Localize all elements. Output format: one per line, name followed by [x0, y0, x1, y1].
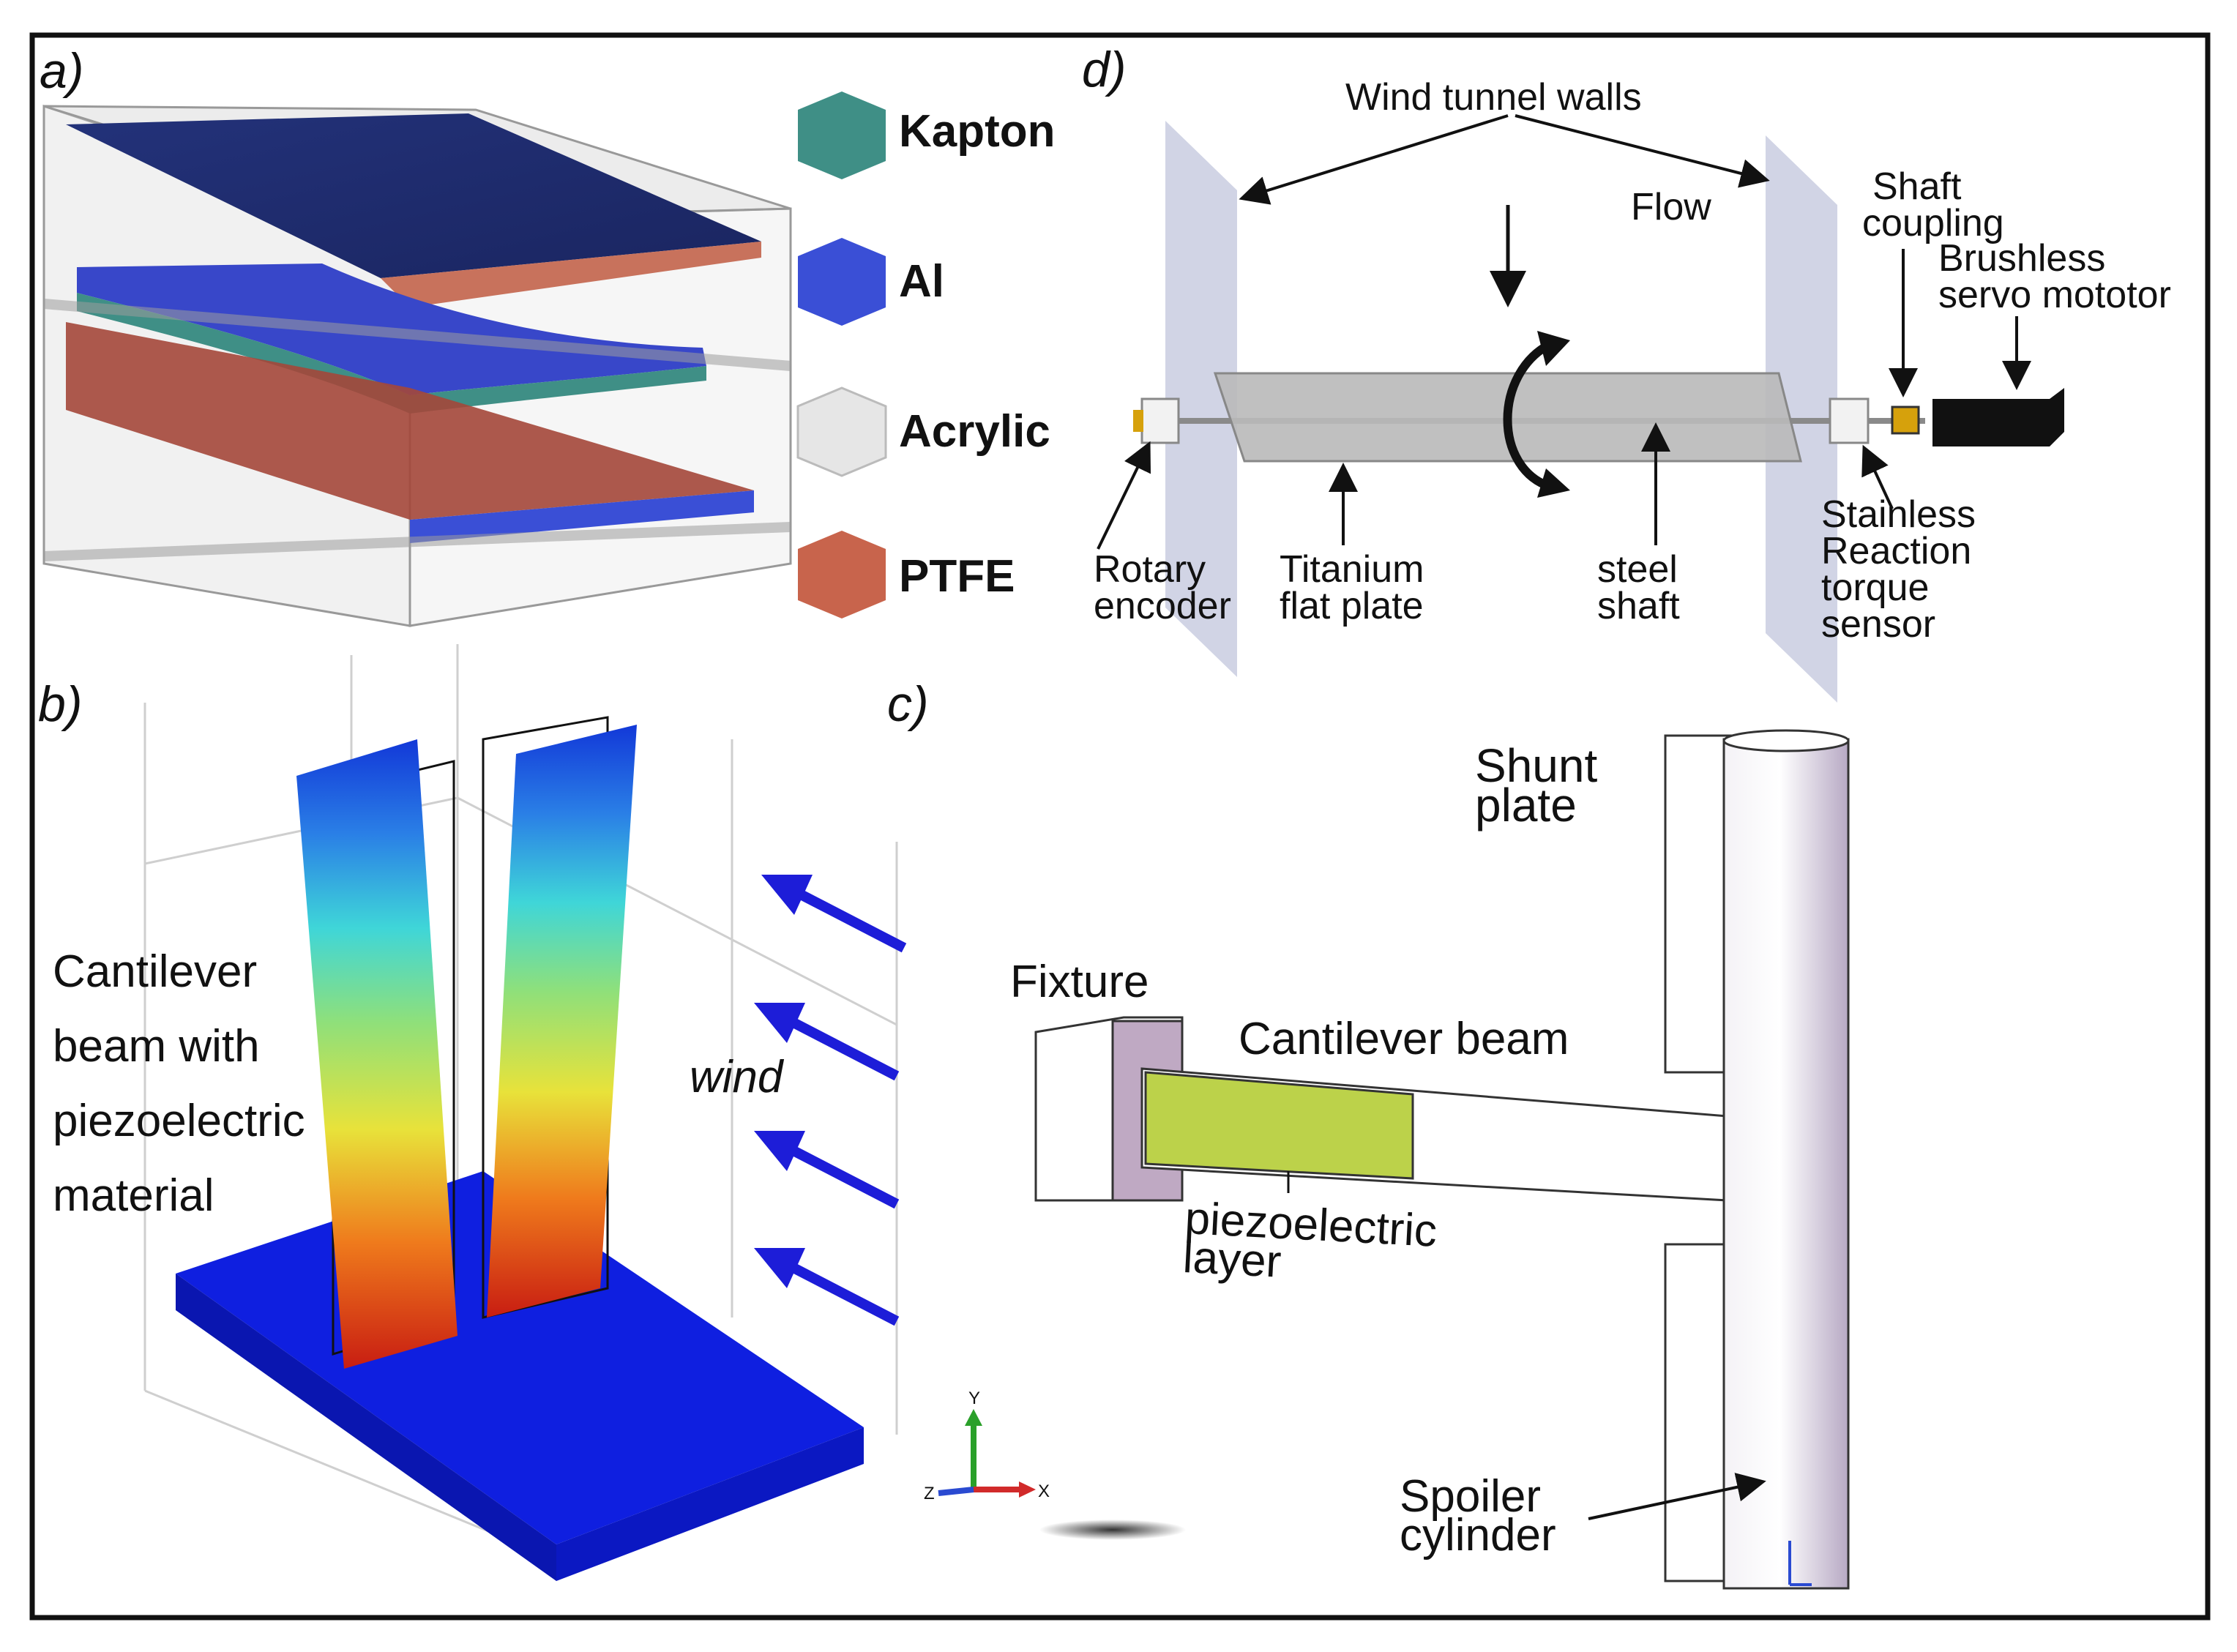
shaft-coupling — [1891, 405, 1920, 435]
panel-b: b) Cantilever beam with piezoelectric ma… — [38, 644, 907, 1581]
walls-leader-right — [1515, 114, 1770, 188]
wind-arrow-icon — [795, 888, 907, 953]
legend-acrylic-label: Acrylic — [899, 406, 1050, 457]
spoiler-cylinder-label: Spoiler cylinder — [1400, 1471, 1556, 1561]
shaft-coupling-label: Shaft coupling — [1862, 165, 2004, 244]
material-legend: Kapton Al Acrylic PTFE — [796, 91, 1056, 618]
panel-c: c) Shunt plate Fixture Cantilever beam p… — [887, 676, 1850, 1590]
deformed-beam-right — [487, 725, 637, 1318]
wind-label: wind — [690, 1052, 785, 1102]
rotation-arrow-head-top — [1537, 331, 1570, 366]
figure-frame — [29, 32, 2211, 1621]
acrylic-rail-upper — [43, 299, 791, 371]
rotary-encoder — [1140, 397, 1180, 444]
drop-shadow — [1039, 1520, 1186, 1540]
legend-al: Al — [798, 238, 944, 326]
wind-arrow-icon — [788, 1016, 900, 1081]
cylinder-axis-icon — [1788, 1541, 1812, 1586]
axis-y-label: Y — [968, 1388, 980, 1408]
spoiler-leader — [1588, 1473, 1766, 1520]
panel-d: d) Wind tunnel walls Flow Shaft coupling… — [1082, 42, 2171, 703]
legend-kapton-label: Kapton — [899, 106, 1056, 157]
cylinder-top-cap — [1722, 729, 1850, 752]
legend-kapton: Kapton — [798, 91, 1056, 179]
wind-arrow-icon — [788, 1261, 900, 1326]
cantilever-beam-label: Cantilever beam — [1239, 1014, 1569, 1064]
rotation-arrow-head-bottom — [1537, 468, 1570, 498]
middle-plate-kapton — [77, 293, 706, 414]
panel-d-letter: d) — [1082, 42, 1126, 97]
encoder-leader — [1097, 441, 1151, 550]
substrate-base-front — [176, 1274, 556, 1581]
acrylic-rail-lower — [43, 522, 791, 561]
servo-motor — [1932, 388, 2064, 446]
kapton-cube-icon — [798, 91, 886, 179]
wind-arrowhead-icon — [761, 875, 813, 915]
coordinate-axes-icon: Y X Z — [924, 1388, 1050, 1503]
encoder-hub — [1133, 410, 1143, 432]
layered-harvester-model — [42, 104, 792, 627]
fixture-label: Fixture — [1010, 957, 1149, 1007]
tunnel-wall-left — [1165, 121, 1237, 677]
titanium-plate-label: Titanium flat plate — [1280, 548, 1435, 627]
cantilever-beams-model — [176, 716, 864, 1581]
deformed-beam-left — [296, 739, 458, 1369]
panel-a-letter: a) — [40, 43, 83, 99]
legend-acrylic: Acrylic — [796, 386, 1050, 477]
substrate-base-side — [556, 1427, 864, 1581]
panel-b-letter: b) — [38, 676, 82, 732]
piezoelectric-layer-label: piezoelectric layer — [1181, 1193, 1451, 1296]
panel-a: a) Kapton Al — [40, 43, 1056, 627]
shunt-plate-label: Shunt plate — [1475, 739, 1610, 831]
wind-arrows — [754, 875, 907, 1326]
top-plate-al — [66, 113, 761, 278]
axis-x-label: X — [1038, 1481, 1050, 1501]
sensor-leader — [1861, 444, 1894, 509]
acrylic-cube-icon — [796, 386, 887, 477]
flow-label: Flow — [1631, 186, 1711, 228]
top-plate-ptfe — [381, 242, 761, 307]
spoiler-cylinder — [1722, 738, 1850, 1590]
wind-tunnel-walls-label: Wind tunnel walls — [1345, 76, 1642, 119]
legend-al-label: Al — [899, 256, 944, 307]
al-cube-icon — [798, 238, 886, 326]
legend-ptfe-label: PTFE — [899, 551, 1015, 602]
rotary-encoder-label: Rotary encoder — [1094, 548, 1231, 627]
torque-sensor — [1829, 397, 1870, 444]
legend-ptfe: PTFE — [798, 531, 1015, 618]
bottom-al-layer — [410, 490, 754, 543]
axis-z-label: Z — [924, 1484, 935, 1503]
ptfe-cube-icon — [798, 531, 886, 618]
panel-c-letter: c) — [887, 676, 929, 732]
wind-arrowhead-icon — [754, 1131, 805, 1171]
motor-label: Brushless servo mototor — [1938, 237, 2171, 316]
walls-leader-left — [1239, 114, 1509, 205]
undeformed-beam-outline-right — [482, 716, 609, 1319]
piezoelectric-layer — [1144, 1071, 1414, 1180]
wind-arrow-icon — [788, 1144, 900, 1209]
wind-arrowhead-icon — [754, 1003, 805, 1043]
rotation-arrow-icon — [1503, 340, 1553, 491]
bottom-ptfe-layer — [66, 322, 754, 520]
torque-sensor-label: Stainless Reaction torque sensor — [1821, 493, 1986, 646]
wind-arrowhead-icon — [754, 1248, 805, 1288]
steel-shaft-label: steel shaft — [1597, 548, 1688, 627]
cantilever-piezo-label: Cantilever beam with piezoelectric mater… — [53, 946, 318, 1221]
